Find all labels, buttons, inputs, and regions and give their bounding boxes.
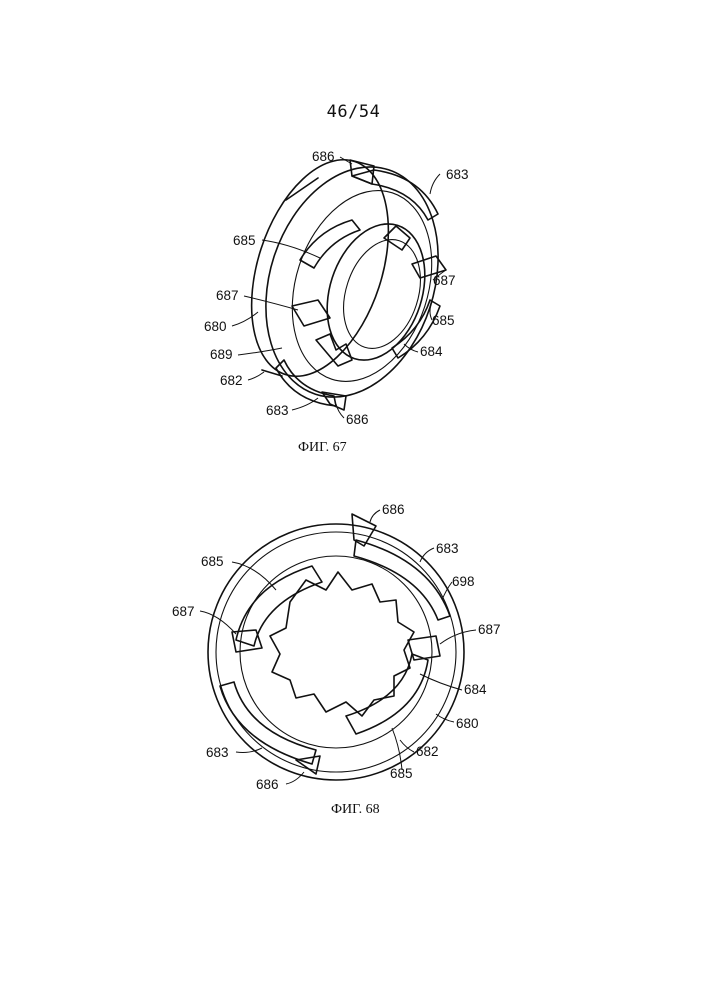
fig67-label-687-right: 687: [433, 273, 456, 288]
fig67-label-683-top: 683: [446, 167, 469, 182]
fig67-label-682: 682: [220, 373, 243, 388]
fig67-label-689: 689: [210, 347, 233, 362]
fig68-label-686-top: 686: [382, 502, 405, 517]
fig68-flex-arm-upper: [236, 566, 322, 646]
fig68-toothed-bore: [270, 572, 414, 716]
fig68-outer-rim: [208, 524, 464, 780]
fig67-label-680: 680: [204, 319, 227, 334]
fig67-ring-thickness-edges: [262, 178, 318, 376]
fig68-label-685-bottom: 685: [390, 766, 413, 781]
fig68-caption: ФИГ. 68: [331, 802, 380, 818]
fig68-drawing: [200, 510, 476, 784]
fig68-label-683-bottom: 683: [206, 745, 229, 760]
fig67-labels: 686 683 685 687 687 685 680 684 689 682 …: [204, 149, 469, 427]
fig68-label-682: 682: [416, 744, 439, 759]
fig67-label-685-right: 685: [432, 313, 455, 328]
fig67-label-686-top: 686: [312, 149, 335, 164]
fig67-label-685-left: 685: [233, 233, 256, 248]
fig67-label-686-bottom: 686: [346, 412, 369, 427]
fig68-label-687-left: 687: [172, 604, 195, 619]
fig68-latch-tab-right: [408, 636, 440, 660]
fig68-label-687-right: 687: [478, 622, 501, 637]
fig67-drawing: [226, 142, 466, 419]
fig68-outer-rim-inner-edge: [216, 532, 456, 772]
fig68-flange-bottom: [220, 682, 316, 764]
fig67-caption: ФИГ. 67: [298, 440, 347, 456]
fig68-channel: [240, 556, 432, 748]
fig67-label-687-left: 687: [216, 288, 239, 303]
fig67-outer-back-rim: [226, 142, 413, 393]
fig68-label-698: 698: [452, 574, 475, 589]
fig67-label-684: 684: [420, 344, 443, 359]
fig68-flex-arm-lower: [346, 654, 428, 734]
fig67-flange-top: [352, 170, 438, 220]
fig68-label-685-top: 685: [201, 554, 224, 569]
fig67-label-683-bottom: 683: [266, 403, 289, 418]
fig68-label-680: 680: [456, 716, 479, 731]
fig67-latch-tab-left: [292, 300, 330, 326]
fig68-label-686-bottom: 686: [256, 777, 279, 792]
fig68-tip-bottom: [296, 756, 320, 774]
fig68-label-684: 684: [464, 682, 487, 697]
fig68-label-683-top: 683: [436, 541, 459, 556]
